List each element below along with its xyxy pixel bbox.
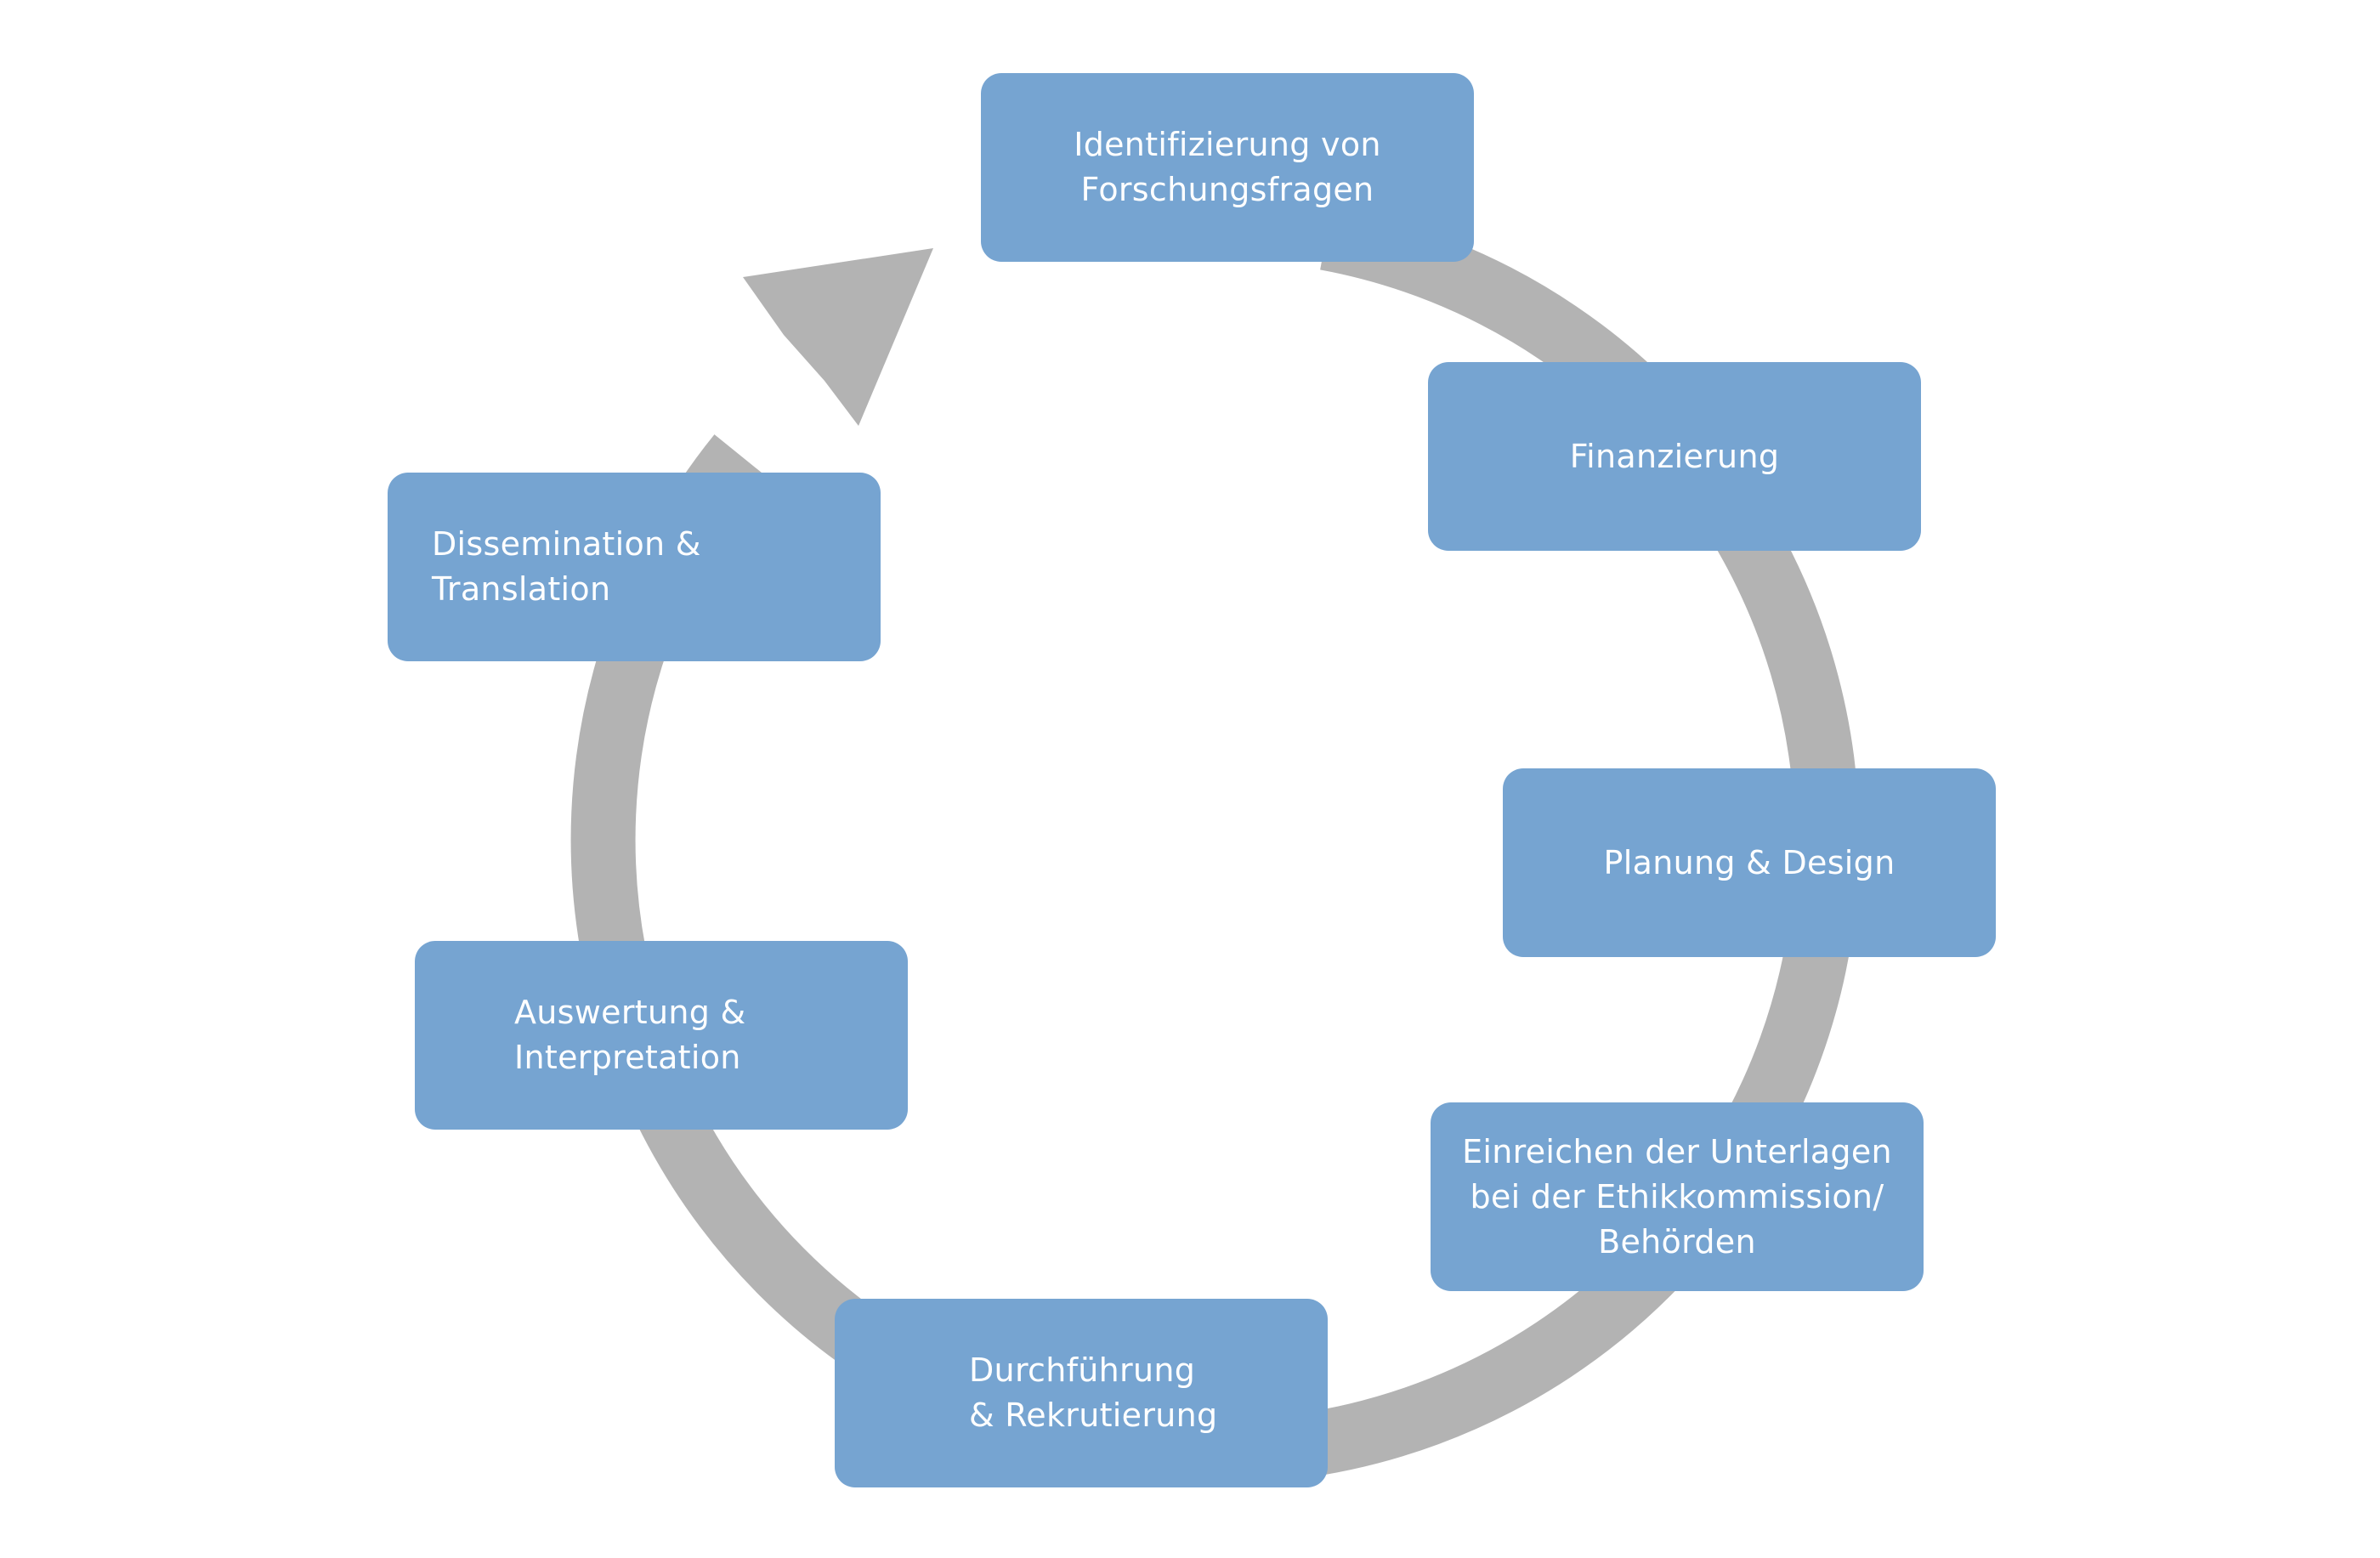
step-dissemination-translation: Dissemination & Translation	[388, 473, 881, 661]
step-label: Einreichen der Unterlagen bei der Ethikk…	[1462, 1132, 1892, 1261]
step-label: Planung & Design	[1603, 843, 1896, 881]
step-funding: Finanzierung	[1428, 362, 1921, 551]
step-label: Identifizierung von Forschungsfragen	[1074, 126, 1381, 208]
step-label: Finanzierung	[1569, 437, 1780, 475]
step-analysis-interpretation: Auswertung & Interpretation	[415, 941, 908, 1130]
step-label: Durchführung & Rekrutierung	[969, 1351, 1218, 1434]
step-planning-design: Planung & Design	[1503, 768, 1996, 957]
step-identify-research-questions: Identifizierung von Forschungsfragen	[981, 73, 1474, 262]
step-label: Dissemination & Translation	[432, 525, 701, 608]
step-label: Auswertung & Interpretation	[514, 994, 746, 1076]
step-ethics-submission: Einreichen der Unterlagen bei der Ethikk…	[1431, 1102, 1924, 1291]
step-conduct-recruitment: Durchführung & Rekrutierung	[835, 1299, 1328, 1487]
cycle-arrow-head	[743, 248, 933, 426]
